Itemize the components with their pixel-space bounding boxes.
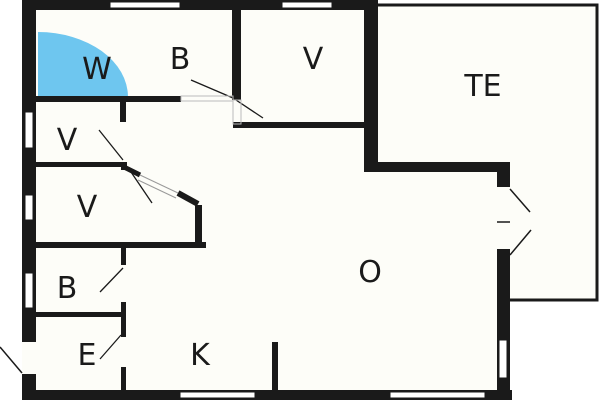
- terrace-outline: [376, 3, 599, 302]
- diagonal-wall: [120, 163, 142, 178]
- room-label-w: W: [82, 52, 112, 87]
- diagonal-wall-2: [176, 190, 200, 207]
- room-label-v-mid-left: V: [76, 190, 98, 225]
- door-thresholds: [180, 95, 242, 125]
- room-label-b-top: B: [169, 42, 191, 77]
- diagonal-window-2: [137, 179, 177, 199]
- room-label-te: TE: [464, 69, 502, 104]
- entrance-door-swing: [0, 346, 23, 374]
- terrace-door-opening: [497, 187, 510, 249]
- room-label-v-top: V: [302, 42, 324, 77]
- terrace-door-swing-2: [509, 229, 532, 256]
- room-label-k: K: [190, 338, 210, 373]
- interior-walls: [36, 0, 364, 397]
- windows: [24, 1, 508, 399]
- room-label-b-lower-left: B: [56, 271, 78, 306]
- bathtub-icon: [38, 32, 128, 97]
- entrance-door-opening: [22, 342, 36, 374]
- room-label-e: E: [77, 338, 97, 373]
- room-label-o: O: [358, 255, 382, 290]
- terrace-door-swing-1: [509, 188, 531, 213]
- door-swings: [98, 79, 264, 360]
- living-floor-extension: [370, 165, 510, 400]
- room-label-v-upper-left: V: [56, 123, 78, 158]
- diagonal-window: [139, 174, 179, 194]
